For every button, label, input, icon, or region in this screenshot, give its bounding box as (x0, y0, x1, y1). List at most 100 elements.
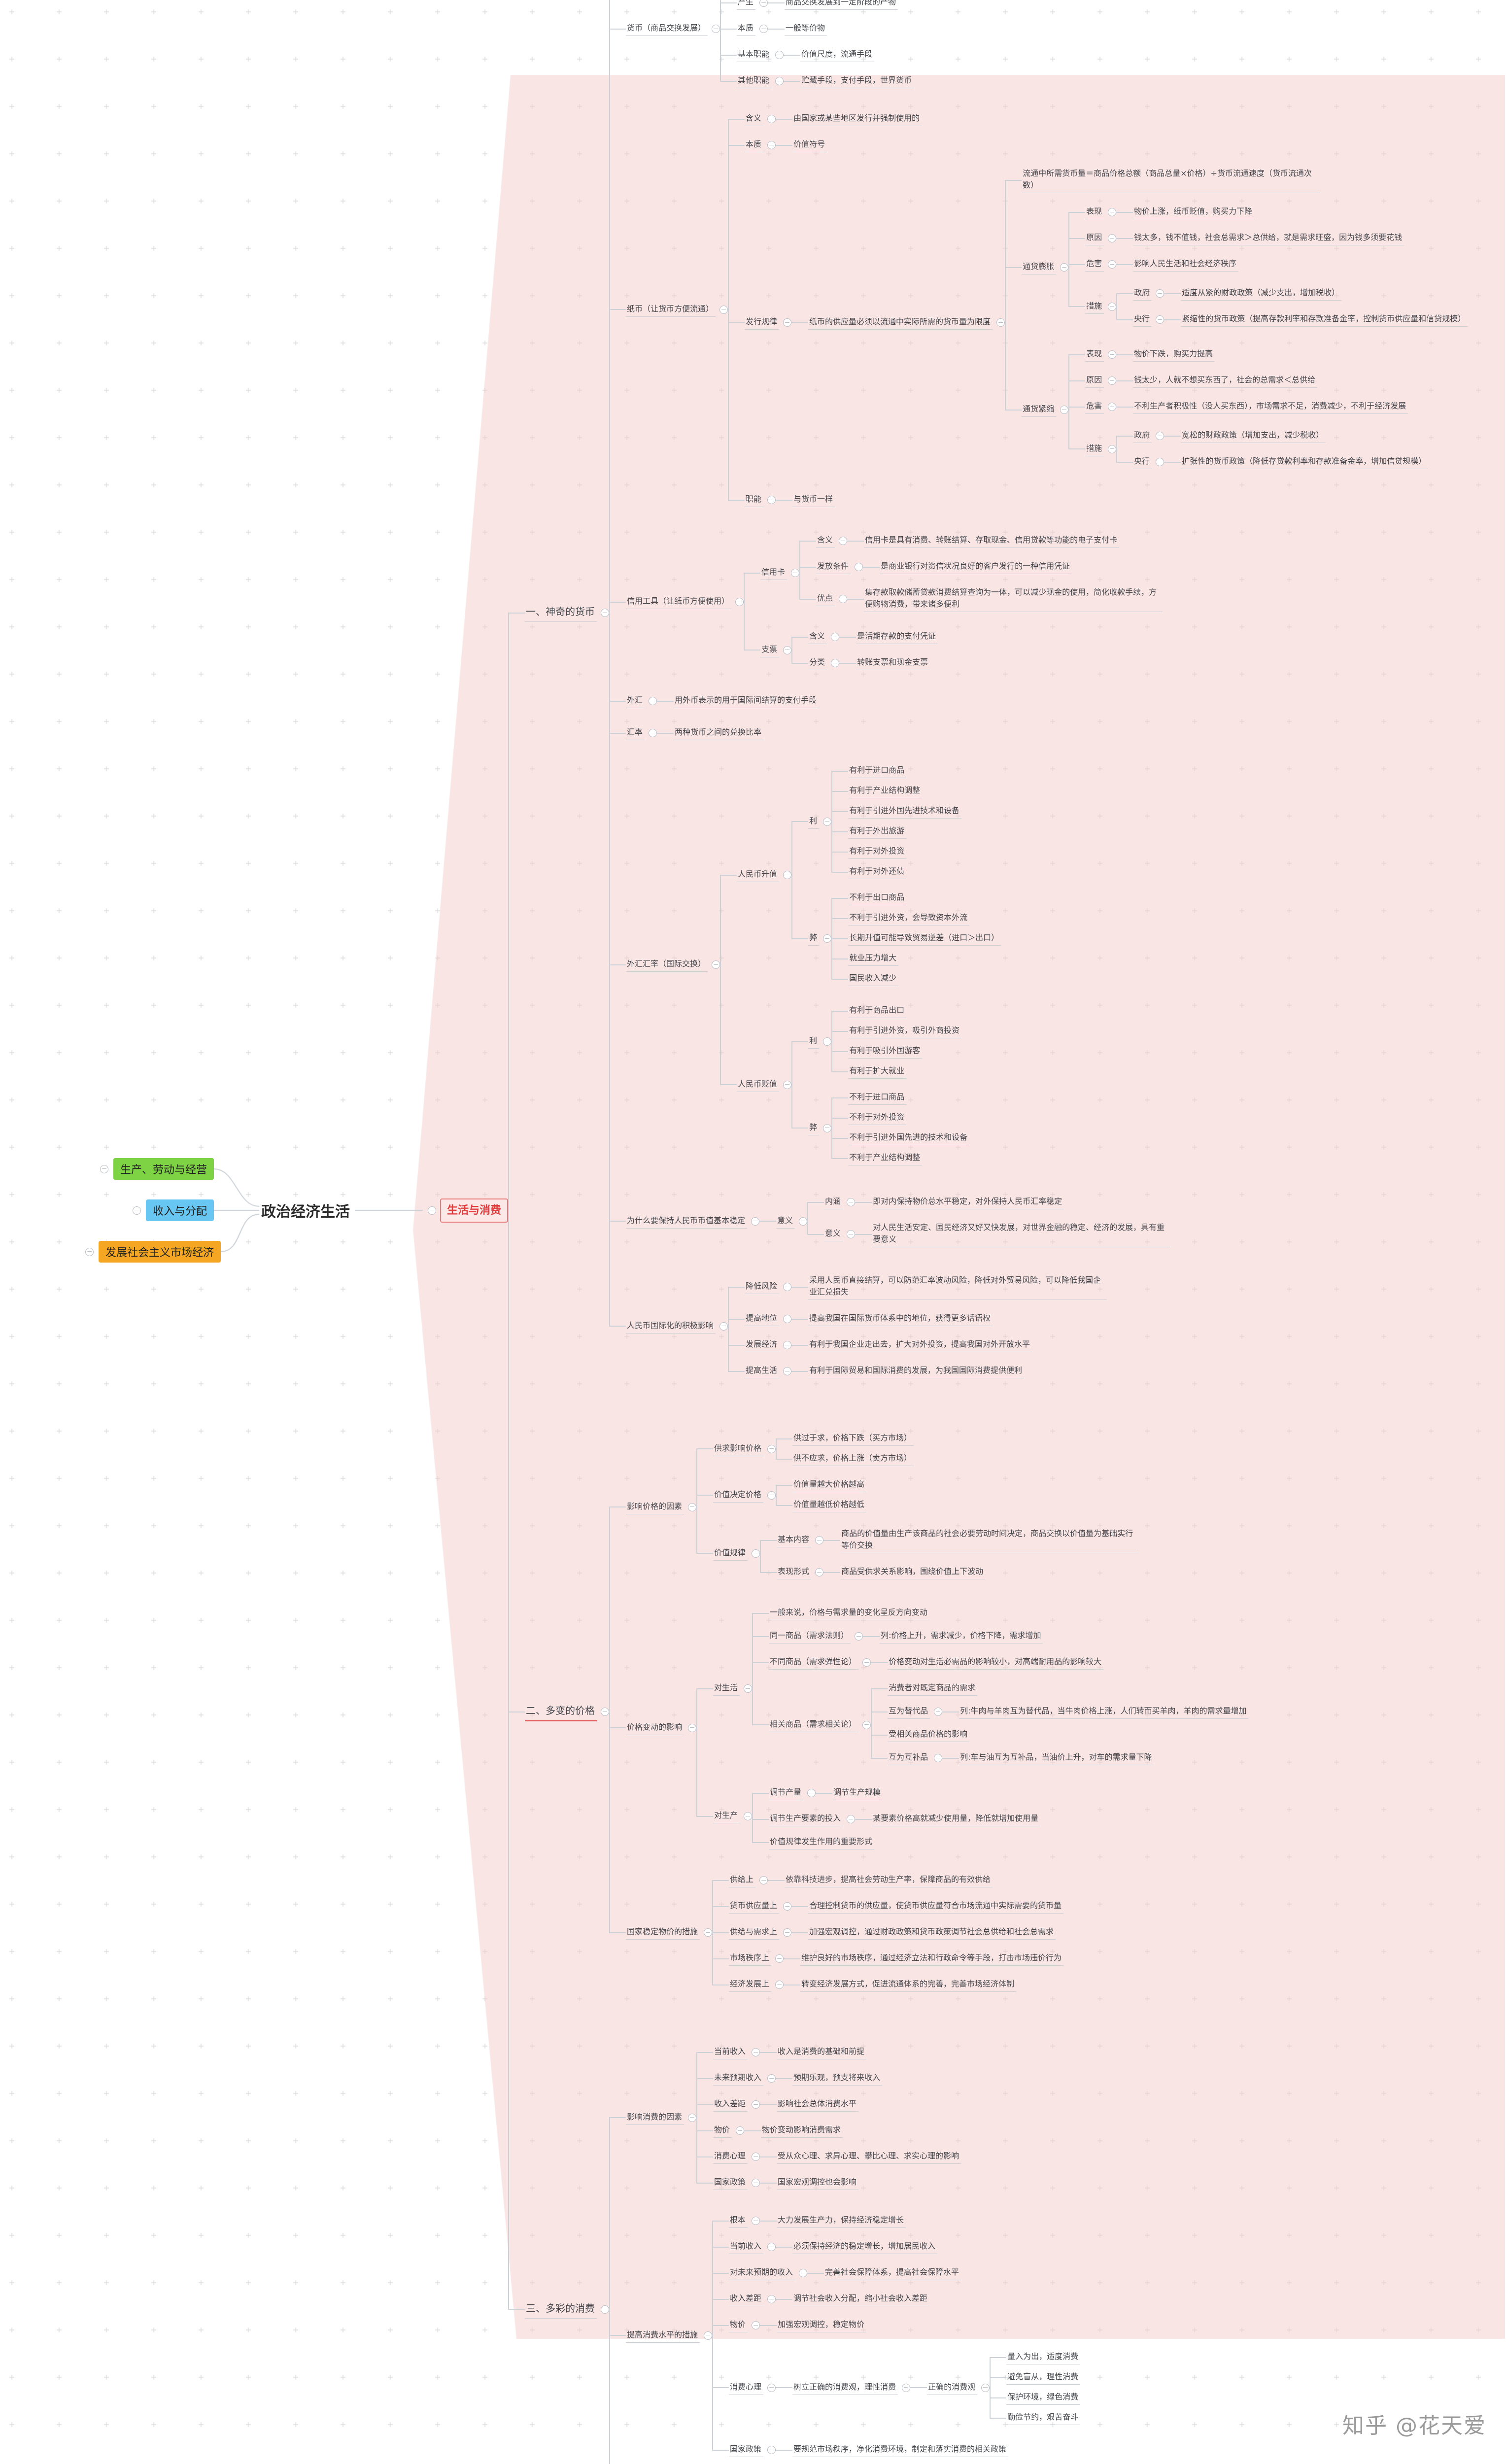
node-label[interactable]: 消费者对既定商品的需求 (888, 1681, 978, 1696)
node-label[interactable]: 调节社会收入分配，缩小社会收入差距 (792, 2292, 930, 2306)
node-label[interactable]: 政府 (1133, 286, 1152, 301)
node-label[interactable]: 含义 (808, 630, 827, 644)
collapse-icon[interactable] (712, 960, 720, 969)
collapse-icon[interactable] (1108, 376, 1117, 385)
node-label[interactable]: 有利于扩大就业 (848, 1064, 907, 1079)
collapse-icon[interactable] (783, 1315, 792, 1323)
collapse-icon[interactable] (1156, 315, 1165, 324)
node-label[interactable]: 意义 (824, 1227, 843, 1241)
node-label[interactable]: 加强宏观调控，通过财政政策和货币政策调节社会总供给和社会总需求 (808, 1925, 1056, 1940)
node-label[interactable]: 三、多彩的消费 (525, 2300, 597, 2319)
node-label[interactable]: 物价变动影响消费需求 (761, 2123, 843, 2138)
node-label[interactable]: 有利于对外还债 (848, 865, 907, 879)
topic-socialist-market-economy[interactable]: 发展社会主义市场经济 (85, 1241, 221, 1263)
node-label[interactable]: 消费心理 (713, 2150, 748, 2164)
collapse-icon[interactable] (775, 1981, 784, 1989)
collapse-icon[interactable] (649, 729, 657, 737)
collapse-icon[interactable] (752, 2217, 760, 2225)
node-label[interactable]: 物价 (729, 2318, 748, 2332)
collapse-icon[interactable] (855, 1632, 863, 1641)
node-label[interactable]: 供不应求，价格上涨（卖方市场） (792, 1452, 914, 1466)
node-label[interactable]: 分类 (808, 656, 827, 670)
node-label[interactable]: 一般等价物 (785, 22, 827, 36)
node-label[interactable]: 列:价格上升，需求减少，价格下降，需求增加 (880, 1629, 1043, 1643)
collapse-icon[interactable] (767, 2446, 776, 2454)
node-label[interactable]: 国家政策 (713, 2176, 748, 2190)
node-label[interactable]: 影响社会总体消费水平 (777, 2097, 859, 2112)
collapse-icon[interactable] (799, 1217, 808, 1226)
collapse-icon[interactable] (783, 1928, 792, 1937)
node-label[interactable]: 价值规律发生作用的重要形式 (769, 1835, 875, 1849)
node-label[interactable]: 含义 (745, 112, 764, 126)
collapse-icon[interactable] (815, 1568, 824, 1576)
node-label[interactable]: 信用工具（让纸币方便使用） (626, 595, 732, 609)
node-label[interactable]: 供过于求，价格下跌（买方市场） (792, 1432, 914, 1446)
node-label[interactable]: 有利于对外投资 (848, 845, 907, 859)
node-label[interactable]: 价值符号 (792, 138, 827, 152)
collapse-icon[interactable] (783, 318, 792, 327)
node-label[interactable]: 由国家或某些地区发行并强制使用的 (792, 112, 922, 126)
node-label[interactable]: 提高消费水平的措施 (626, 2328, 700, 2343)
collapse-icon[interactable] (767, 2383, 776, 2392)
collapse-icon[interactable] (744, 1684, 753, 1693)
node-label[interactable]: 国民收入减少 (848, 972, 899, 986)
node-label[interactable]: 政府 (1133, 429, 1152, 443)
collapse-icon[interactable] (132, 1206, 141, 1215)
collapse-icon[interactable] (767, 1444, 776, 1453)
collapse-icon[interactable] (783, 646, 792, 654)
node-label[interactable]: 流通中所需货币量＝商品价格总额（商品总量×价格）÷货币流通速度（货币流通次数） (1022, 167, 1321, 193)
node-label[interactable]: 采用人民币直接结算，可以防范汇率波动风险，降低对外贸易风险，可以降低我国企业汇兑… (808, 1274, 1107, 1300)
collapse-icon[interactable] (934, 1754, 943, 1762)
collapse-icon[interactable] (767, 496, 776, 504)
collapse-icon[interactable] (767, 2295, 776, 2303)
collapse-icon[interactable] (1108, 260, 1117, 269)
node-label[interactable]: 钱太多，钱不值钱，社会总需求＞总供给，就是需求旺盛，因为钱多须要花钱 (1133, 231, 1405, 245)
collapse-icon[interactable] (720, 1322, 728, 1331)
collapse-icon[interactable] (831, 633, 840, 641)
collapse-icon[interactable] (759, 25, 768, 33)
node-label[interactable]: 影响人民生活和社会经济秩序 (1133, 257, 1239, 272)
node-label[interactable]: 紧缩性的货币政策（提高存款利率和存款准备金率，控制货币供应量和信贷规模） (1181, 312, 1468, 327)
collapse-icon[interactable] (1108, 350, 1117, 359)
collapse-icon[interactable] (720, 305, 728, 314)
node-label[interactable]: 含义 (816, 534, 835, 548)
topic-label[interactable]: 收入与分配 (145, 1199, 214, 1221)
node-label[interactable]: 其他职能 (737, 74, 772, 88)
collapse-icon[interactable] (775, 77, 784, 85)
collapse-icon[interactable] (85, 1247, 94, 1256)
collapse-icon[interactable] (688, 1723, 697, 1732)
node-label[interactable]: 某要素价格高就减少使用量，降低就增加使用量 (872, 1812, 1041, 1826)
node-label[interactable]: 依靠科技进步，提高社会劳动生产率，保障商品的有效供给 (785, 1873, 993, 1887)
node-label[interactable]: 汇率 (626, 726, 645, 740)
node-label[interactable]: 正确的消费观 (927, 2381, 978, 2395)
collapse-icon[interactable] (759, 1876, 768, 1884)
node-label[interactable]: 一、神奇的货币 (525, 604, 597, 622)
node-label[interactable]: 不利于进口商品 (848, 1091, 907, 1105)
node-label[interactable]: 转变经济发展方式，促进流通体系的完善，完善市场经济体制 (800, 1978, 1017, 1992)
collapse-icon[interactable] (823, 817, 832, 826)
node-label[interactable]: 市场秩序上 (729, 1951, 772, 1966)
node-label[interactable]: 表现形式 (777, 1565, 812, 1579)
collapse-icon[interactable] (823, 1124, 832, 1132)
node-label[interactable]: 两种货币之间的兑换比率 (674, 726, 764, 740)
node-label[interactable]: 对生产 (713, 1809, 740, 1823)
collapse-icon[interactable] (759, 0, 768, 7)
node-label[interactable]: 合理控制货币的供应量，使货币供应量符合市场流通中实际需要的货币量 (808, 1899, 1064, 1914)
node-label[interactable]: 有利于吸引外国游客 (848, 1044, 923, 1059)
node-label[interactable]: 有利于国际贸易和国际消费的发展，为我国国际消费提供便利 (808, 1364, 1025, 1378)
node-label[interactable]: 不利于引进外资，会导致资本外流 (848, 911, 970, 925)
collapse-icon[interactable] (1156, 458, 1165, 466)
collapse-icon[interactable] (767, 115, 776, 123)
collapse-icon[interactable] (862, 1720, 871, 1729)
node-label[interactable]: 措施 (1085, 442, 1104, 456)
node-label[interactable]: 是商业银行对资信状况良好的客户发行的一种信用凭证 (880, 560, 1072, 574)
node-label[interactable]: 基本职能 (737, 48, 772, 62)
topic-income-distribution[interactable]: 收入与分配 (132, 1199, 214, 1221)
node-label[interactable]: 纸币的供应量必须以流通中实际所需的货币量为限度 (808, 315, 993, 330)
collapse-icon[interactable] (902, 2383, 911, 2392)
node-label[interactable]: 调节生产要素的投入 (769, 1812, 843, 1826)
node-label[interactable]: 对人民生活安定、国民经济又好又快发展，对世界金融的稳定、经济的发展，具有重要意义 (872, 1221, 1171, 1247)
collapse-icon[interactable] (847, 1198, 856, 1206)
collapse-icon[interactable] (775, 1954, 784, 1963)
node-label[interactable]: 就业压力增大 (848, 952, 899, 966)
